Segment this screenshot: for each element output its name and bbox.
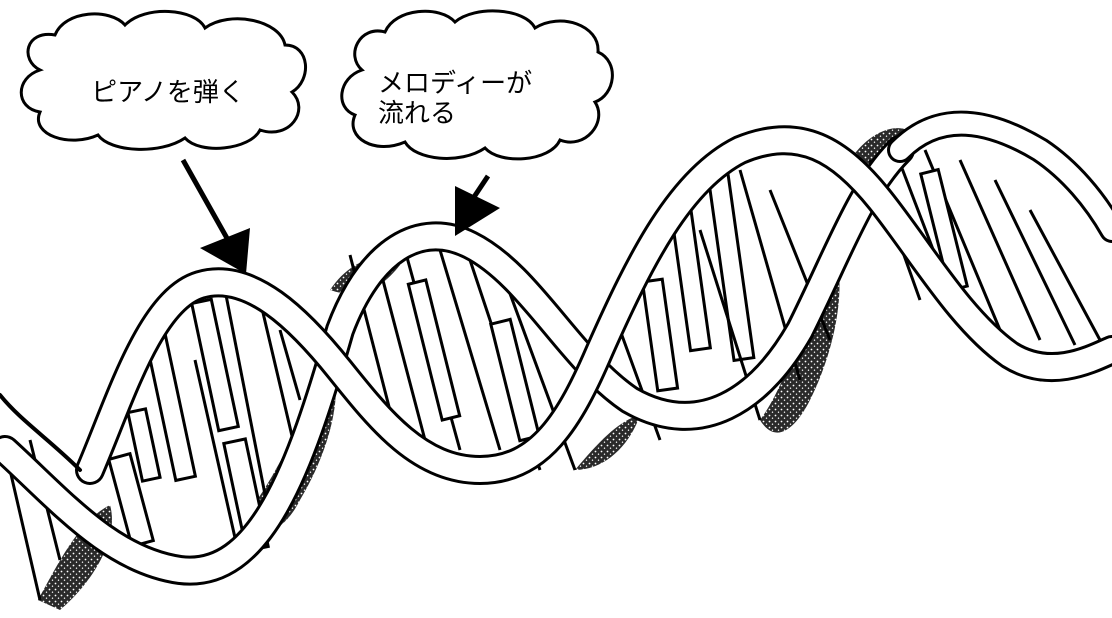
callout-melody-flows: メロディーが 流れる: [342, 11, 613, 236]
svg-text:ピアノを弾く: ピアノを弾く: [91, 78, 245, 108]
callout-text-line: メロディーが: [378, 69, 532, 99]
callout-text-line: 流れる: [378, 99, 456, 129]
callout-text-line: ピアノを弾く: [91, 78, 245, 108]
base-pair-rungs: [10, 150, 1100, 600]
callout-play-piano: ピアノを弾く: [21, 11, 305, 274]
arrow-shaft: [183, 160, 228, 240]
